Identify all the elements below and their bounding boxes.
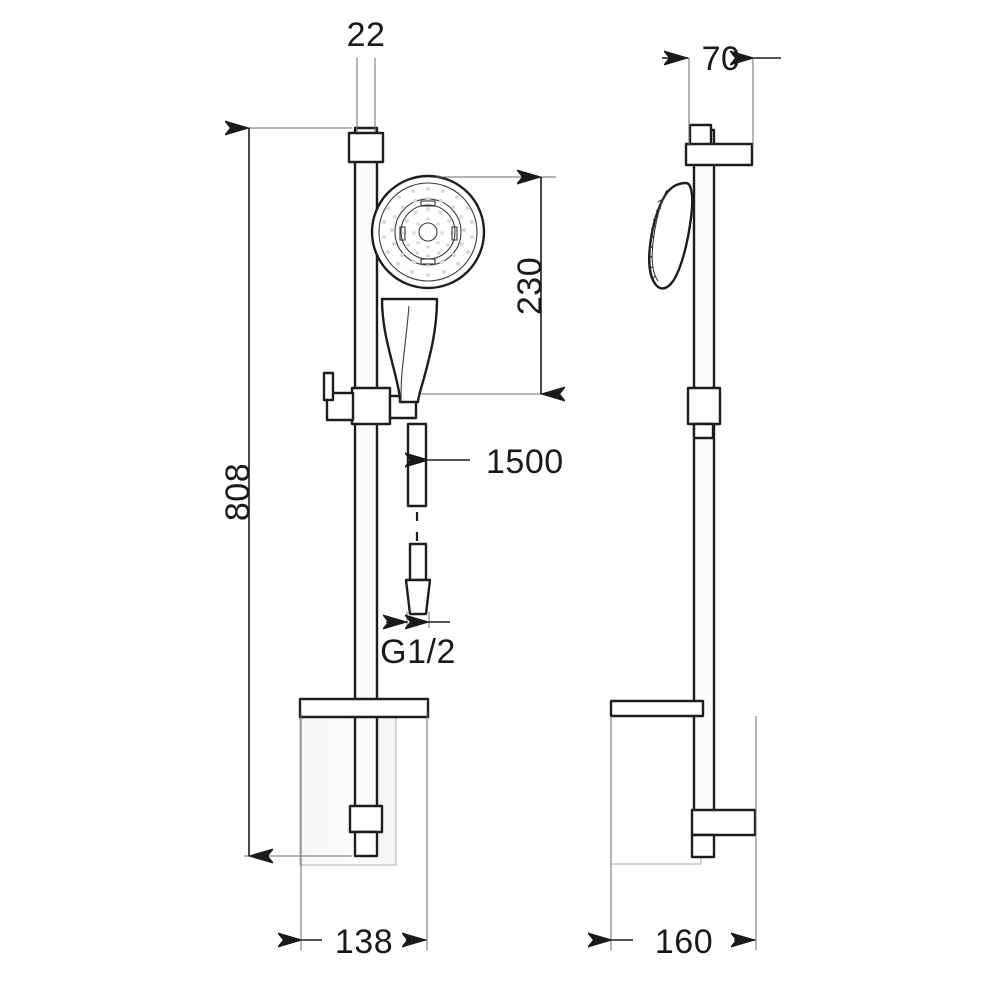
bottom-wall-bracket	[348, 804, 384, 858]
holder-lever	[322, 371, 335, 402]
slide-rail	[692, 128, 716, 824]
spray-face	[382, 187, 474, 277]
front-elevation-view	[298, 126, 486, 866]
dimension-side-width: 160	[611, 716, 756, 961]
dimension-side-projection: 70	[662, 40, 781, 146]
handshower	[648, 181, 694, 290]
handshower	[370, 174, 486, 404]
side-elevation-view	[609, 123, 757, 865]
dimension-handshower-length-value: 230	[511, 257, 549, 315]
soap-dish	[299, 701, 397, 866]
dimension-thread-size: G1/2	[380, 612, 456, 671]
top-wall-bracket	[347, 131, 385, 164]
dimension-side-projection-value: 70	[702, 40, 741, 78]
dimension-side-width-value: 160	[655, 923, 713, 961]
dimension-overall-height: 808	[219, 128, 352, 856]
hose-connector	[404, 542, 432, 616]
soap-dish	[610, 703, 702, 865]
dimension-hose-length: 1500	[429, 443, 564, 481]
dimension-overall-height-value: 808	[219, 463, 257, 521]
dimension-thread-size-value: G1/2	[380, 633, 456, 671]
top-wall-bracket	[684, 123, 754, 167]
dimension-hose-length-value: 1500	[486, 443, 564, 481]
bottom-wall-bracket	[690, 808, 757, 859]
dimension-front-width: 138	[301, 712, 427, 961]
dimension-rail-diameter: 22	[347, 16, 386, 132]
shelf-bar	[609, 699, 705, 718]
dimension-rail-diameter-value: 22	[347, 16, 386, 54]
adjustable-holder	[686, 386, 722, 440]
dimension-front-width-value: 138	[335, 923, 393, 961]
shelf-bar	[298, 697, 430, 719]
dimension-handshower-length: 230	[420, 177, 556, 394]
